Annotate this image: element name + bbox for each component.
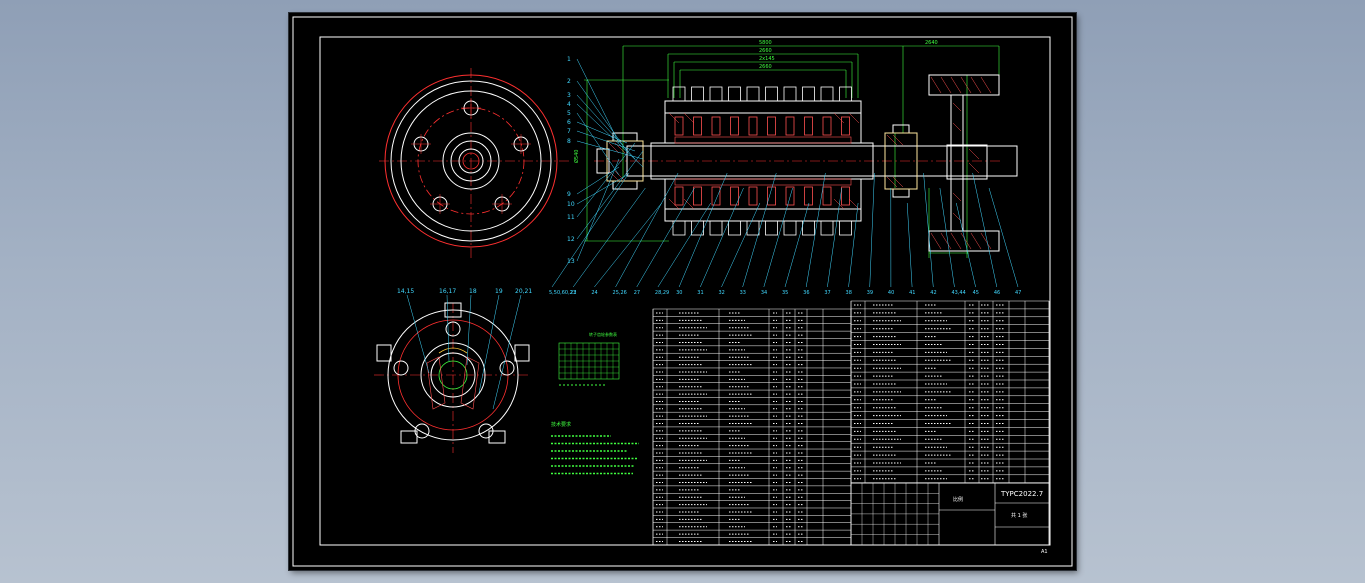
callout-label: 1 bbox=[567, 56, 571, 63]
sheet-label: 共 1 张 bbox=[1011, 512, 1027, 519]
callout-label: 9 bbox=[567, 191, 571, 198]
title-block: TYPC2022.7 比例 共 1 张 bbox=[850, 482, 1050, 546]
callout-label: 31 bbox=[697, 290, 703, 296]
callout-label: 33 bbox=[740, 290, 746, 296]
callout-label: 6 bbox=[567, 119, 571, 126]
callout-label: 13 bbox=[567, 258, 575, 265]
svg-text:2x145: 2x145 bbox=[759, 56, 775, 62]
callout-label: 45 bbox=[973, 290, 979, 296]
callout-label: 12 bbox=[567, 236, 575, 243]
svg-text:Ø540: Ø540 bbox=[573, 150, 580, 163]
callout-label: 41 bbox=[909, 290, 915, 296]
end-view bbox=[374, 294, 530, 453]
cad-drawing: 5800 2660 2x145 2660 2640 Ø540 bbox=[292, 16, 1073, 567]
drawing-number: TYPC2022.7 bbox=[1000, 490, 1043, 498]
technical-notes: 技术要求 bbox=[551, 421, 639, 475]
sheet-size: A1 bbox=[1041, 549, 1048, 555]
callout-label: 37 bbox=[824, 290, 830, 296]
front-view bbox=[379, 68, 569, 258]
callout-label: 11 bbox=[567, 214, 575, 221]
gear-teeth bbox=[672, 86, 852, 236]
svg-text:2660: 2660 bbox=[759, 64, 772, 70]
callouts-end-view: 14,15 16,17 18 19 20,21 bbox=[397, 288, 532, 295]
callout-label: 16,17 bbox=[439, 288, 456, 295]
callout-label: 8 bbox=[567, 138, 571, 145]
callout-label: 39 bbox=[867, 290, 873, 296]
svg-text:2660: 2660 bbox=[759, 48, 772, 54]
callout-label: 5,50,60,23 bbox=[549, 290, 576, 296]
callout-label: 18 bbox=[469, 288, 477, 295]
callout-label: 7 bbox=[567, 128, 571, 135]
outer-frame bbox=[292, 16, 1073, 567]
callout-label: 5 bbox=[567, 110, 571, 117]
callout-label: 10 bbox=[567, 201, 575, 208]
callout-label: 30 bbox=[676, 290, 682, 296]
callout-label: 4 bbox=[567, 101, 571, 108]
callout-label: 38 bbox=[846, 290, 852, 296]
callout-label: 36 bbox=[803, 290, 809, 296]
callout-label: 32 bbox=[718, 290, 724, 296]
callout-label: 20,21 bbox=[515, 288, 532, 295]
callout-label: 27 bbox=[634, 290, 640, 296]
callout-label: 46 bbox=[994, 290, 1000, 296]
callout-label: 43,44 bbox=[951, 290, 965, 296]
callout-label: 2 bbox=[567, 78, 571, 85]
callout-label: 47 bbox=[1015, 290, 1021, 296]
svg-text:2640: 2640 bbox=[925, 40, 938, 46]
notes-title: 技术要求 bbox=[551, 421, 571, 428]
gear-parameter-table: 转子齿轮参数表 bbox=[558, 331, 620, 386]
callout-label: 24 bbox=[591, 290, 597, 296]
callout-label: 25,26 bbox=[613, 290, 627, 296]
drawing-sheet: 5800 2660 2x145 2660 2640 Ø540 bbox=[289, 13, 1076, 570]
callout-label: 42 bbox=[930, 290, 936, 296]
section-view: 5800 2660 2x145 2660 2640 Ø540 bbox=[551, 40, 1019, 288]
callout-label: 35 bbox=[782, 290, 788, 296]
callout-label: 19 bbox=[495, 288, 503, 295]
callout-label: 14,15 bbox=[397, 288, 414, 295]
callout-label: 28,29 bbox=[655, 290, 669, 296]
table-caption: 转子齿轮参数表 bbox=[589, 331, 617, 337]
callout-label: 3 bbox=[567, 92, 571, 99]
parts-list bbox=[652, 300, 1050, 546]
scale-label: 比例 bbox=[953, 496, 963, 503]
svg-text:5800: 5800 bbox=[759, 40, 772, 46]
callout-label: 34 bbox=[761, 290, 767, 296]
callout-label: 40 bbox=[888, 290, 894, 296]
callout-label: 22 bbox=[570, 290, 576, 296]
